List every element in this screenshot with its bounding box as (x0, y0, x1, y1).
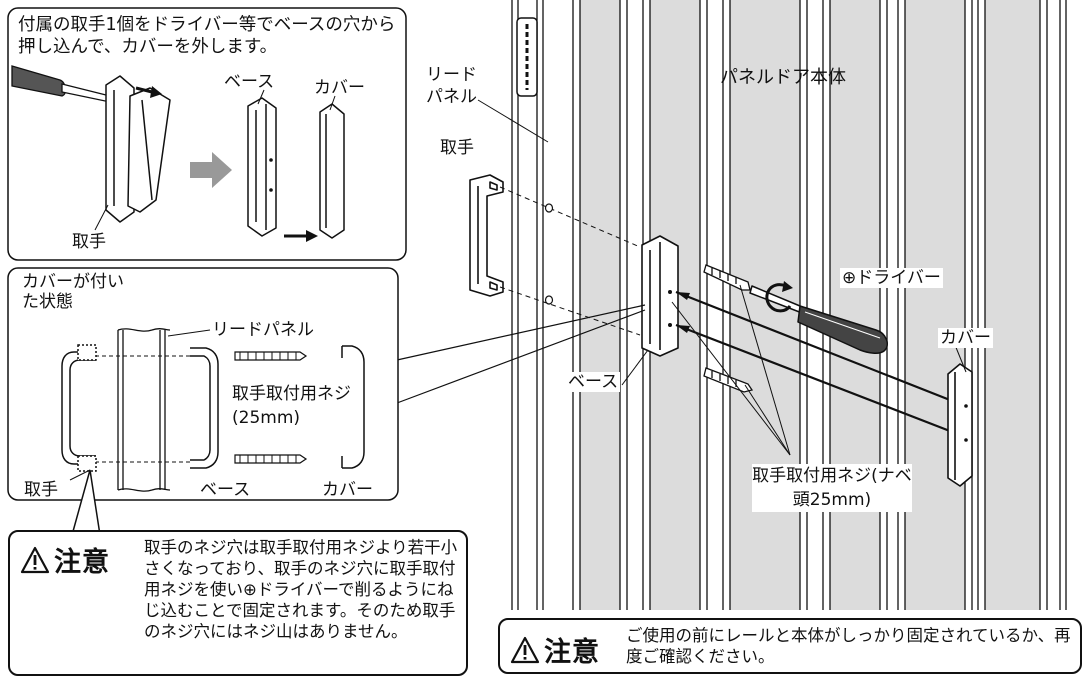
handle-with-cover (105, 75, 171, 223)
label-base-top: ベース (224, 72, 275, 92)
label-plus-driver: ⊕ドライバー (840, 268, 943, 288)
screwdriver-small (11, 65, 111, 103)
label-lead-panel-detail: リードパネル (212, 320, 314, 340)
panel-gray-band (985, 0, 1040, 610)
cover-side-view (341, 345, 365, 469)
base-side-view (190, 347, 219, 469)
caution-heading-right: 注意 (510, 630, 600, 669)
label-cover-attached: カバーが付いた状態 (22, 272, 124, 312)
caution-heading-left: 注意 (20, 540, 110, 579)
label-cover-top: カバー (314, 78, 365, 98)
top-left-instruction: 付属の取手1個をドライバー等でベースの穴から押し込んで、カバーを外します。 (18, 15, 396, 57)
base-mounted (641, 235, 679, 357)
screw (703, 264, 754, 393)
base-separated (247, 97, 277, 237)
cover-right (947, 363, 973, 487)
push-arrow (135, 86, 153, 94)
label-cover-right: カバー (938, 328, 993, 348)
label-base-detail: ベース (200, 480, 251, 500)
label-handle-detail: 取手 (24, 480, 58, 500)
lead-panel-section (117, 328, 171, 492)
caution-title-left: 注意 (54, 547, 110, 578)
panel-gray-band (580, 0, 620, 610)
handle-side-view (61, 344, 97, 472)
caution-text-left: 取手のネジ穴は取手取付用ネジより若干小さくなっており、取手のネジ穴に取手取付用ネ… (144, 538, 458, 641)
warning-icon (20, 546, 50, 573)
caution-text-right: ご使用の前にレールと本体がしっかり固定されているか、再度ご確認ください。 (626, 626, 1071, 666)
step-arrow (190, 152, 232, 188)
caution-box-left: 注意 取手のネジ穴は取手取付用ネジより若干小さくなっており、取手のネジ穴に取手取… (8, 530, 468, 676)
label-base-right: ベース (566, 372, 621, 392)
handle-exploded (469, 174, 504, 297)
label-handle-screw-25: 取手取付用ネジ(25mm) (232, 384, 351, 428)
panel-gray-band (830, 0, 880, 610)
caution-box-right: 注意 ご使用の前にレールと本体がしっかり固定されているか、再度ご確認ください。 (498, 618, 1082, 674)
cover-separated (319, 103, 345, 239)
label-handle-right: 取手 (440, 138, 474, 158)
label-lead-panel: リードパネル (426, 65, 477, 107)
label-cover-detail: カバー (322, 480, 373, 500)
label-panel-door-body: パネルドア本体 (720, 67, 846, 88)
rotation-arrow (765, 283, 792, 313)
warning-icon (510, 636, 540, 663)
detail-panel (7, 267, 399, 501)
label-handle-screw-pan: 取手取付用ネジ(ナベ頭25mm) (752, 464, 912, 512)
panel-gray-band (905, 0, 965, 610)
door-panel (511, 0, 1067, 610)
caution-title-right: 注意 (544, 637, 600, 668)
label-handle-top: 取手 (72, 232, 106, 252)
